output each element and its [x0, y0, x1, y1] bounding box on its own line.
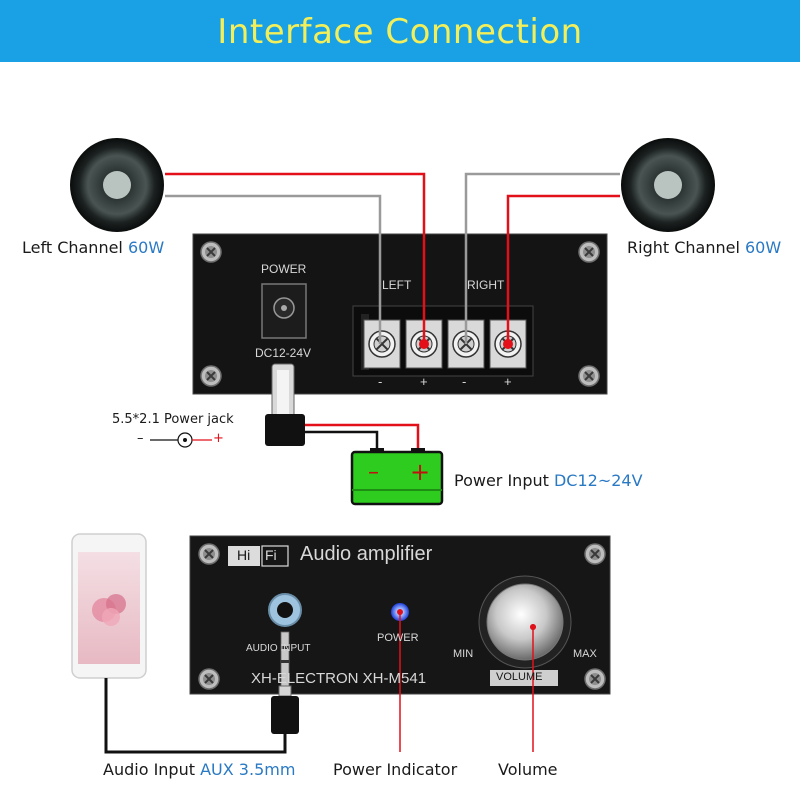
right-speaker-icon — [621, 138, 715, 232]
power-indicator-callout: Power Indicator — [333, 760, 458, 779]
terminal-sign-3: - — [462, 374, 467, 389]
left-channel-text: Left Channel — [22, 238, 123, 257]
front-max-label: MAX — [573, 648, 597, 660]
left-speaker-icon — [70, 138, 164, 232]
screw-icon — [584, 668, 606, 690]
power-jack-label: 5.5*2.1 Power jack — [112, 412, 234, 427]
rear-left-label: LEFT — [382, 278, 412, 292]
page-title: Interface Connection — [217, 12, 583, 52]
power-input-label: Power Input DC12~24V — [454, 471, 643, 490]
front-audio-input-label: AUDIO INPUT — [246, 643, 311, 654]
audio-input-callout-text: Audio Input — [103, 760, 195, 779]
screw-icon — [200, 365, 222, 387]
audio-input-callout-value: AUX 3.5mm — [200, 760, 296, 779]
screw-icon — [584, 543, 606, 565]
aux-plug-icon — [271, 631, 299, 734]
power-jack-symbol-icon — [150, 432, 212, 448]
terminal-sign-2: + — [420, 374, 428, 389]
front-volume-label: VOLUME — [496, 671, 543, 683]
screw-icon — [578, 241, 600, 263]
screw-icon — [198, 668, 220, 690]
left-channel-label: Left Channel 60W — [22, 238, 164, 257]
battery-plus: + — [410, 458, 431, 486]
title-banner — [0, 0, 800, 62]
power-jack-plus: + — [213, 431, 224, 446]
right-channel-text: Right Channel — [627, 238, 740, 257]
terminal-sign-1: - — [378, 374, 383, 389]
screw-icon — [198, 543, 220, 565]
screw-icon — [578, 365, 600, 387]
front-min-label: MIN — [453, 648, 474, 660]
power-jack-minus: – — [137, 431, 144, 446]
dc-plug-icon — [265, 363, 305, 446]
volume-callout: Volume — [498, 760, 558, 779]
audio-input-callout: Audio Input AUX 3.5mm — [103, 760, 295, 779]
power-input-text: Power Input — [454, 471, 549, 490]
screw-icon — [200, 241, 222, 263]
front-brand-label: XH-ELECTRON XH-M541 — [251, 670, 427, 687]
knob-icon — [478, 575, 572, 669]
rear-panel — [192, 233, 608, 395]
rear-dc-label: DC12-24V — [255, 346, 312, 360]
right-channel-label: Right Channel 60W — [627, 238, 781, 257]
left-channel-power: 60W — [127, 238, 165, 257]
power-input-value: DC12~24V — [553, 471, 643, 490]
battery-minus: – — [368, 460, 379, 485]
right-channel-power: 60W — [745, 238, 782, 257]
battery-icon — [350, 448, 444, 506]
dc-jack-icon — [261, 283, 307, 339]
rear-right-label: RIGHT — [467, 278, 505, 292]
front-title: Audio amplifier — [300, 543, 433, 565]
audio-input-jack-icon — [268, 593, 302, 627]
hifi-badge-b: Fi — [265, 547, 277, 563]
audio-cable — [104, 678, 287, 754]
speaker-wires — [165, 172, 620, 344]
hifi-badge-a: Hi — [237, 547, 251, 563]
callout-lines — [399, 612, 534, 752]
front-power-label: POWER — [377, 632, 419, 644]
terminal-block — [352, 305, 534, 377]
phone-icon — [71, 533, 147, 679]
terminal-sign-4: + — [504, 374, 512, 389]
rear-power-label: POWER — [261, 262, 307, 276]
